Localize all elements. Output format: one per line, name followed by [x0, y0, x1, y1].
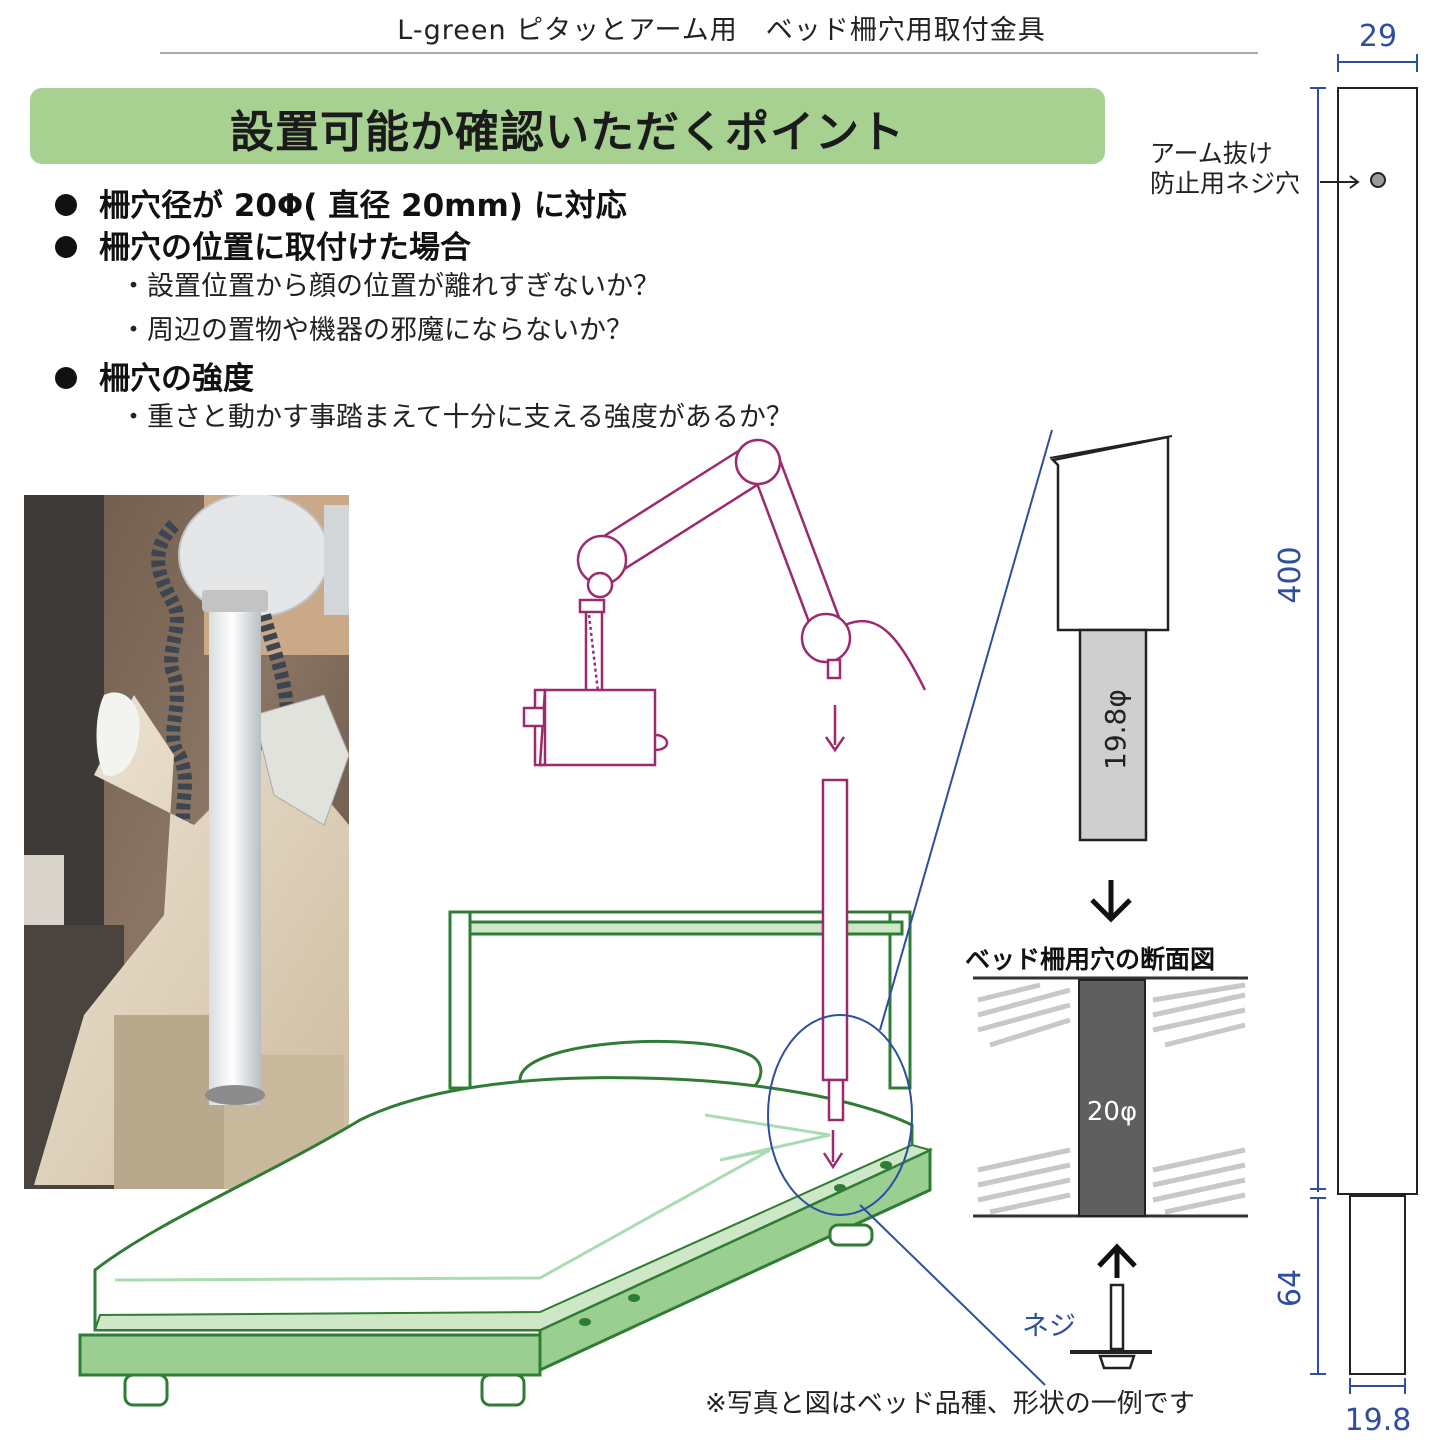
dimension-upper-length: 400 [1273, 546, 1308, 603]
bed-frame-front [78, 1333, 542, 1377]
pin-diameter-label: 19.8φ [1099, 689, 1132, 770]
checklist-item-1-text: 柵穴径が 20Φ( 直径 20mm) に対応 [99, 188, 627, 224]
product-drawing [1337, 87, 1418, 1375]
zoom-line-top [879, 429, 1053, 1031]
footnote: ※写真と図はベッド品種、形状の一例です [705, 1389, 1195, 1419]
checklist-item-3-sub-1: 重さと動かす事踏まえて十分に支える強度があるか？ [120, 395, 793, 434]
checklist-item-3: 柵穴の強度 [55, 353, 254, 398]
bullet-dot-icon [55, 235, 77, 258]
down-arrow-icon [1090, 880, 1132, 923]
zoom-circle [767, 1014, 913, 1216]
zoom-line-bottom [859, 1204, 1046, 1386]
zoom-pin [1049, 435, 1173, 842]
checklist-item-2-text: 柵穴の位置に取付けた場合 [99, 230, 471, 266]
banner-title: 設置可能か確認いただくポイント [230, 107, 905, 158]
bed-rail-holes [579, 1161, 892, 1326]
bullet-dot-icon [55, 193, 77, 216]
bullet-dot-icon [55, 366, 77, 389]
checklist-item-2-sub-2: 周辺の置物や機器の邪魔にならないか？ [120, 308, 633, 347]
bed-sheet-line [114, 1113, 831, 1282]
hole-diameter-label: 20φ [1087, 1097, 1137, 1127]
header-divider [160, 52, 1258, 54]
dimension-bottom-diameter: 19.8 [1345, 1403, 1412, 1438]
bed-headboard [448, 910, 912, 1090]
screw-hole-pointer-arrow-icon [1320, 175, 1360, 189]
banner-background [30, 88, 1105, 164]
checklist-item-3-text: 柵穴の強度 [99, 361, 254, 397]
checklist-item-2-sub-1: 設置位置から顔の位置が離れすぎないか？ [120, 264, 660, 303]
cross-section [973, 976, 1248, 1218]
screw-icon [1070, 1283, 1152, 1370]
screw-hole-note-line1: アーム抜け [1150, 139, 1273, 168]
up-arrow-icon [1097, 1243, 1137, 1278]
arm-assembly [522, 438, 927, 1170]
dimension-lower-length: 64 [1273, 1269, 1308, 1307]
dimension-top-width: 29 [1359, 19, 1397, 54]
page-header-title: L-green ピタッとアーム用 ベッド柵穴用取付金具 [397, 15, 1046, 46]
bed-frame-top [93, 1143, 933, 1331]
cross-section-title: ベッド柵用穴の断面図 [965, 945, 1215, 974]
installation-photo [24, 495, 349, 1189]
screw-hole-note-line2: 防止用ネジ穴 [1150, 169, 1300, 198]
dimension-lines [1310, 54, 1418, 1394]
bed-legs [123, 1223, 874, 1407]
screw-label: ネジ [1022, 1311, 1076, 1342]
checklist-item-2: 柵穴の位置に取付けた場合 [55, 222, 471, 267]
checklist-item-1: 柵穴径が 20Φ( 直径 20mm) に対応 [55, 180, 627, 225]
photo-illustration [24, 495, 349, 1189]
